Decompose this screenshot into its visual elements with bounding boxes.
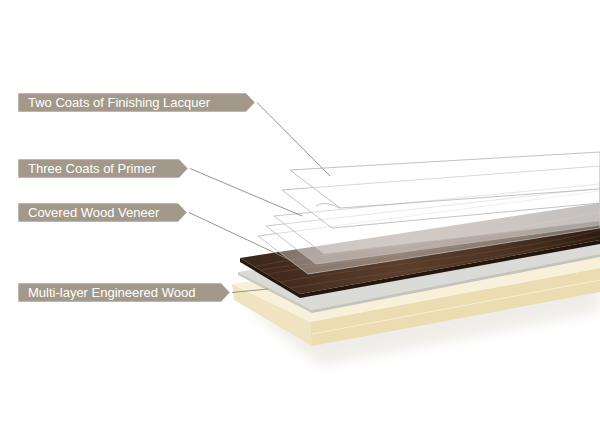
tag-background: [18, 283, 230, 302]
leader-line: [257, 103, 330, 177]
tag-background: [18, 203, 187, 222]
layer-label: Three Coats of Primer: [18, 159, 156, 178]
leader-line: [189, 213, 290, 261]
leader-line: [232, 289, 268, 293]
layer-tag: Two Coats of Finishing Lacquer: [18, 93, 255, 112]
layer-tag: Multi-layer Engineered Wood: [18, 283, 230, 302]
layer-label: Covered Wood Veneer: [18, 203, 159, 222]
tag-background: [18, 93, 255, 112]
layer-label: Two Coats of Finishing Lacquer: [18, 93, 210, 112]
layer-label: Multi-layer Engineered Wood: [18, 283, 195, 302]
lacquer-sheets: [282, 152, 600, 228]
layer-tag: Covered Wood Veneer: [18, 203, 187, 222]
leader-line: [190, 169, 302, 217]
tag-background: [18, 159, 188, 178]
layer-tag: Three Coats of Primer: [18, 159, 188, 178]
